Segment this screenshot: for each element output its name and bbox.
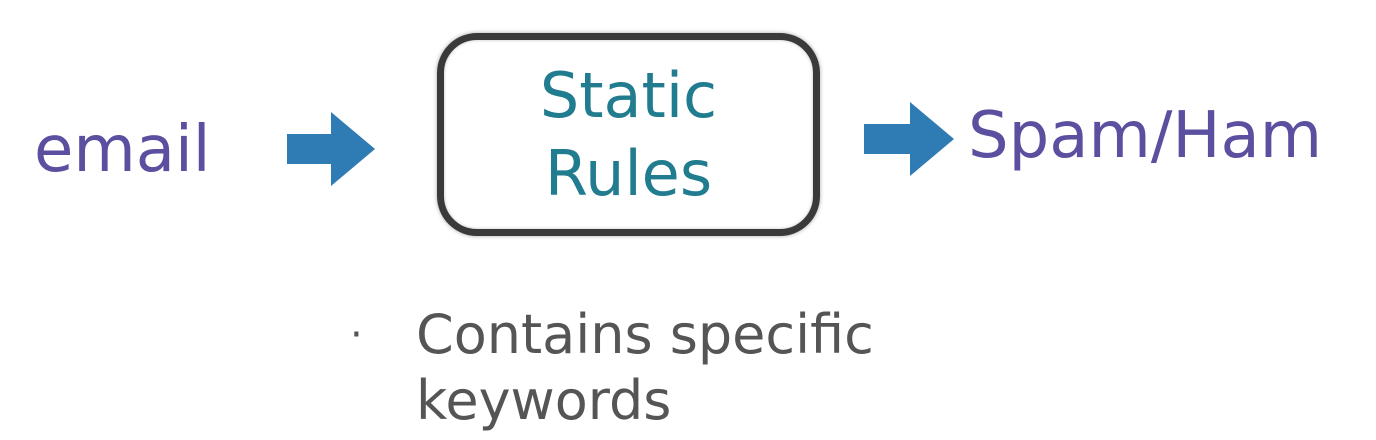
input-email-label: email [34, 113, 211, 187]
box-label-line-1: Static [539, 59, 718, 132]
static-rules-box: Static Rules [437, 33, 820, 236]
arrow-right-icon [287, 112, 375, 186]
note-text: Contains specific keywords [416, 303, 874, 432]
list-item: · Contains specific keywords [350, 302, 970, 434]
notes-list: · Contains specific keywords [350, 302, 970, 434]
arrow-right-icon [864, 102, 954, 176]
bullet-point: · [350, 312, 363, 358]
output-spam-ham-label: Spam/Ham [968, 99, 1323, 173]
box-label-line-2: Rules [544, 136, 713, 210]
